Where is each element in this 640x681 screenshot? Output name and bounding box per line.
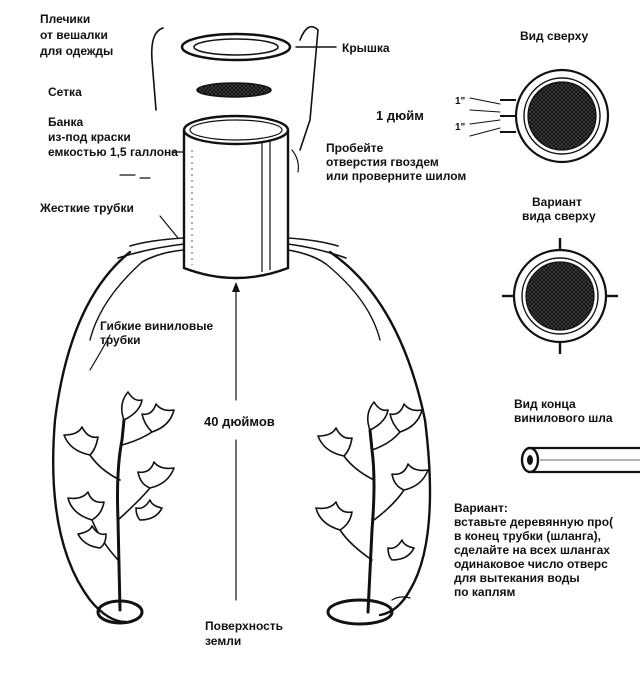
label-can: Банка из-под краски емкостью 1,5 галлона [48,115,178,159]
punch-leader [291,149,299,173]
label-vinyl-tubes: Гибкие виниловые трубки [100,319,217,347]
lid [180,32,292,62]
rigid-leader [159,215,179,239]
mesh-disc [196,82,272,98]
dash-marks [119,174,151,179]
label-mesh: Сетка [48,85,82,99]
variant-top-view-figure [502,238,618,354]
label-hanger: Плечики от вешалки для одежды [40,12,113,58]
label-variant-note: Вариант: вставьте деревянную про( в коне… [454,501,616,599]
label-height: 40 дюймов [204,414,275,429]
label-rigid-tubes: Жесткие трубки [39,201,134,215]
plant-left [63,391,175,612]
label-hose-end: Вид конца винилового шла [514,397,613,425]
label-variant-top: Вариант вида сверху [522,195,596,223]
ground-ring-right [326,598,394,626]
label-top-view: Вид сверху [520,29,589,43]
label-punch: Пробейте отверстия гвоздем или провернит… [326,141,466,183]
hose-end-figure [520,446,640,474]
vinyl-tube-inner [89,261,381,341]
inch-mark-upper: 1" [455,96,466,107]
vinyl-tube-right [328,250,432,617]
label-one-inch: 1 дюйм [376,108,424,123]
label-ground: Поверхность земли [205,619,286,648]
drip-mark [391,596,411,601]
top-view-figure [469,68,610,164]
inch-mark-lower: 1" [455,122,466,133]
hanger-wire-right [299,25,319,151]
paint-can [182,114,290,280]
label-lid: Крышка [342,41,390,55]
vinyl-leader [89,334,111,371]
height-arrow-top [232,282,240,292]
plant-right [315,401,429,614]
hanger-wire-left [150,27,164,111]
